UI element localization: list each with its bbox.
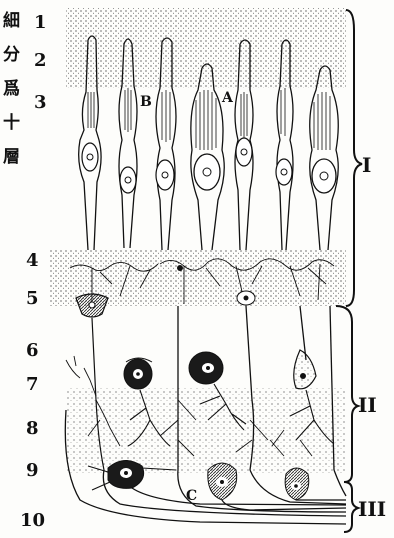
title-char: 層 — [3, 147, 20, 167]
cell-letter-a: A — [221, 90, 234, 106]
horizontal-cell-nucleus — [177, 265, 183, 271]
bracket-I — [346, 10, 362, 306]
title-char: 細 — [3, 10, 20, 31]
layer-number: 5 — [26, 288, 39, 309]
group-label-iii: III — [358, 497, 386, 521]
title-char: 十 — [3, 112, 20, 133]
layer-number: 9 — [26, 460, 39, 481]
layer-number: 4 — [26, 250, 39, 271]
layer-number: 8 — [26, 418, 39, 439]
layer-number: 10 — [20, 510, 45, 531]
ganglion-cell — [285, 468, 309, 500]
cell-letter-b: B — [140, 94, 152, 110]
cell-letter-c: C — [186, 488, 197, 504]
layer-number: 2 — [34, 50, 47, 71]
bracket-III — [344, 482, 358, 532]
layer-numbers: 1 2 3 4 5 6 7 8 9 10 — [20, 12, 47, 531]
side-title: 細 分 爲 十 層 — [3, 10, 20, 167]
cone-cell — [310, 66, 339, 250]
group-label-ii: II — [358, 393, 377, 417]
layer-number: 3 — [34, 92, 47, 113]
title-char: 分 — [3, 45, 20, 65]
ganglion-cell — [208, 463, 237, 500]
layer-number: 1 — [34, 12, 47, 33]
horizontal-cell — [237, 291, 255, 305]
layer-number: 7 — [26, 374, 39, 395]
title-char: 爲 — [3, 78, 20, 99]
layer-1-2-band — [66, 8, 346, 88]
group-label-i: I — [362, 153, 371, 177]
layer-number: 6 — [26, 340, 39, 361]
cone-cell — [191, 64, 224, 250]
